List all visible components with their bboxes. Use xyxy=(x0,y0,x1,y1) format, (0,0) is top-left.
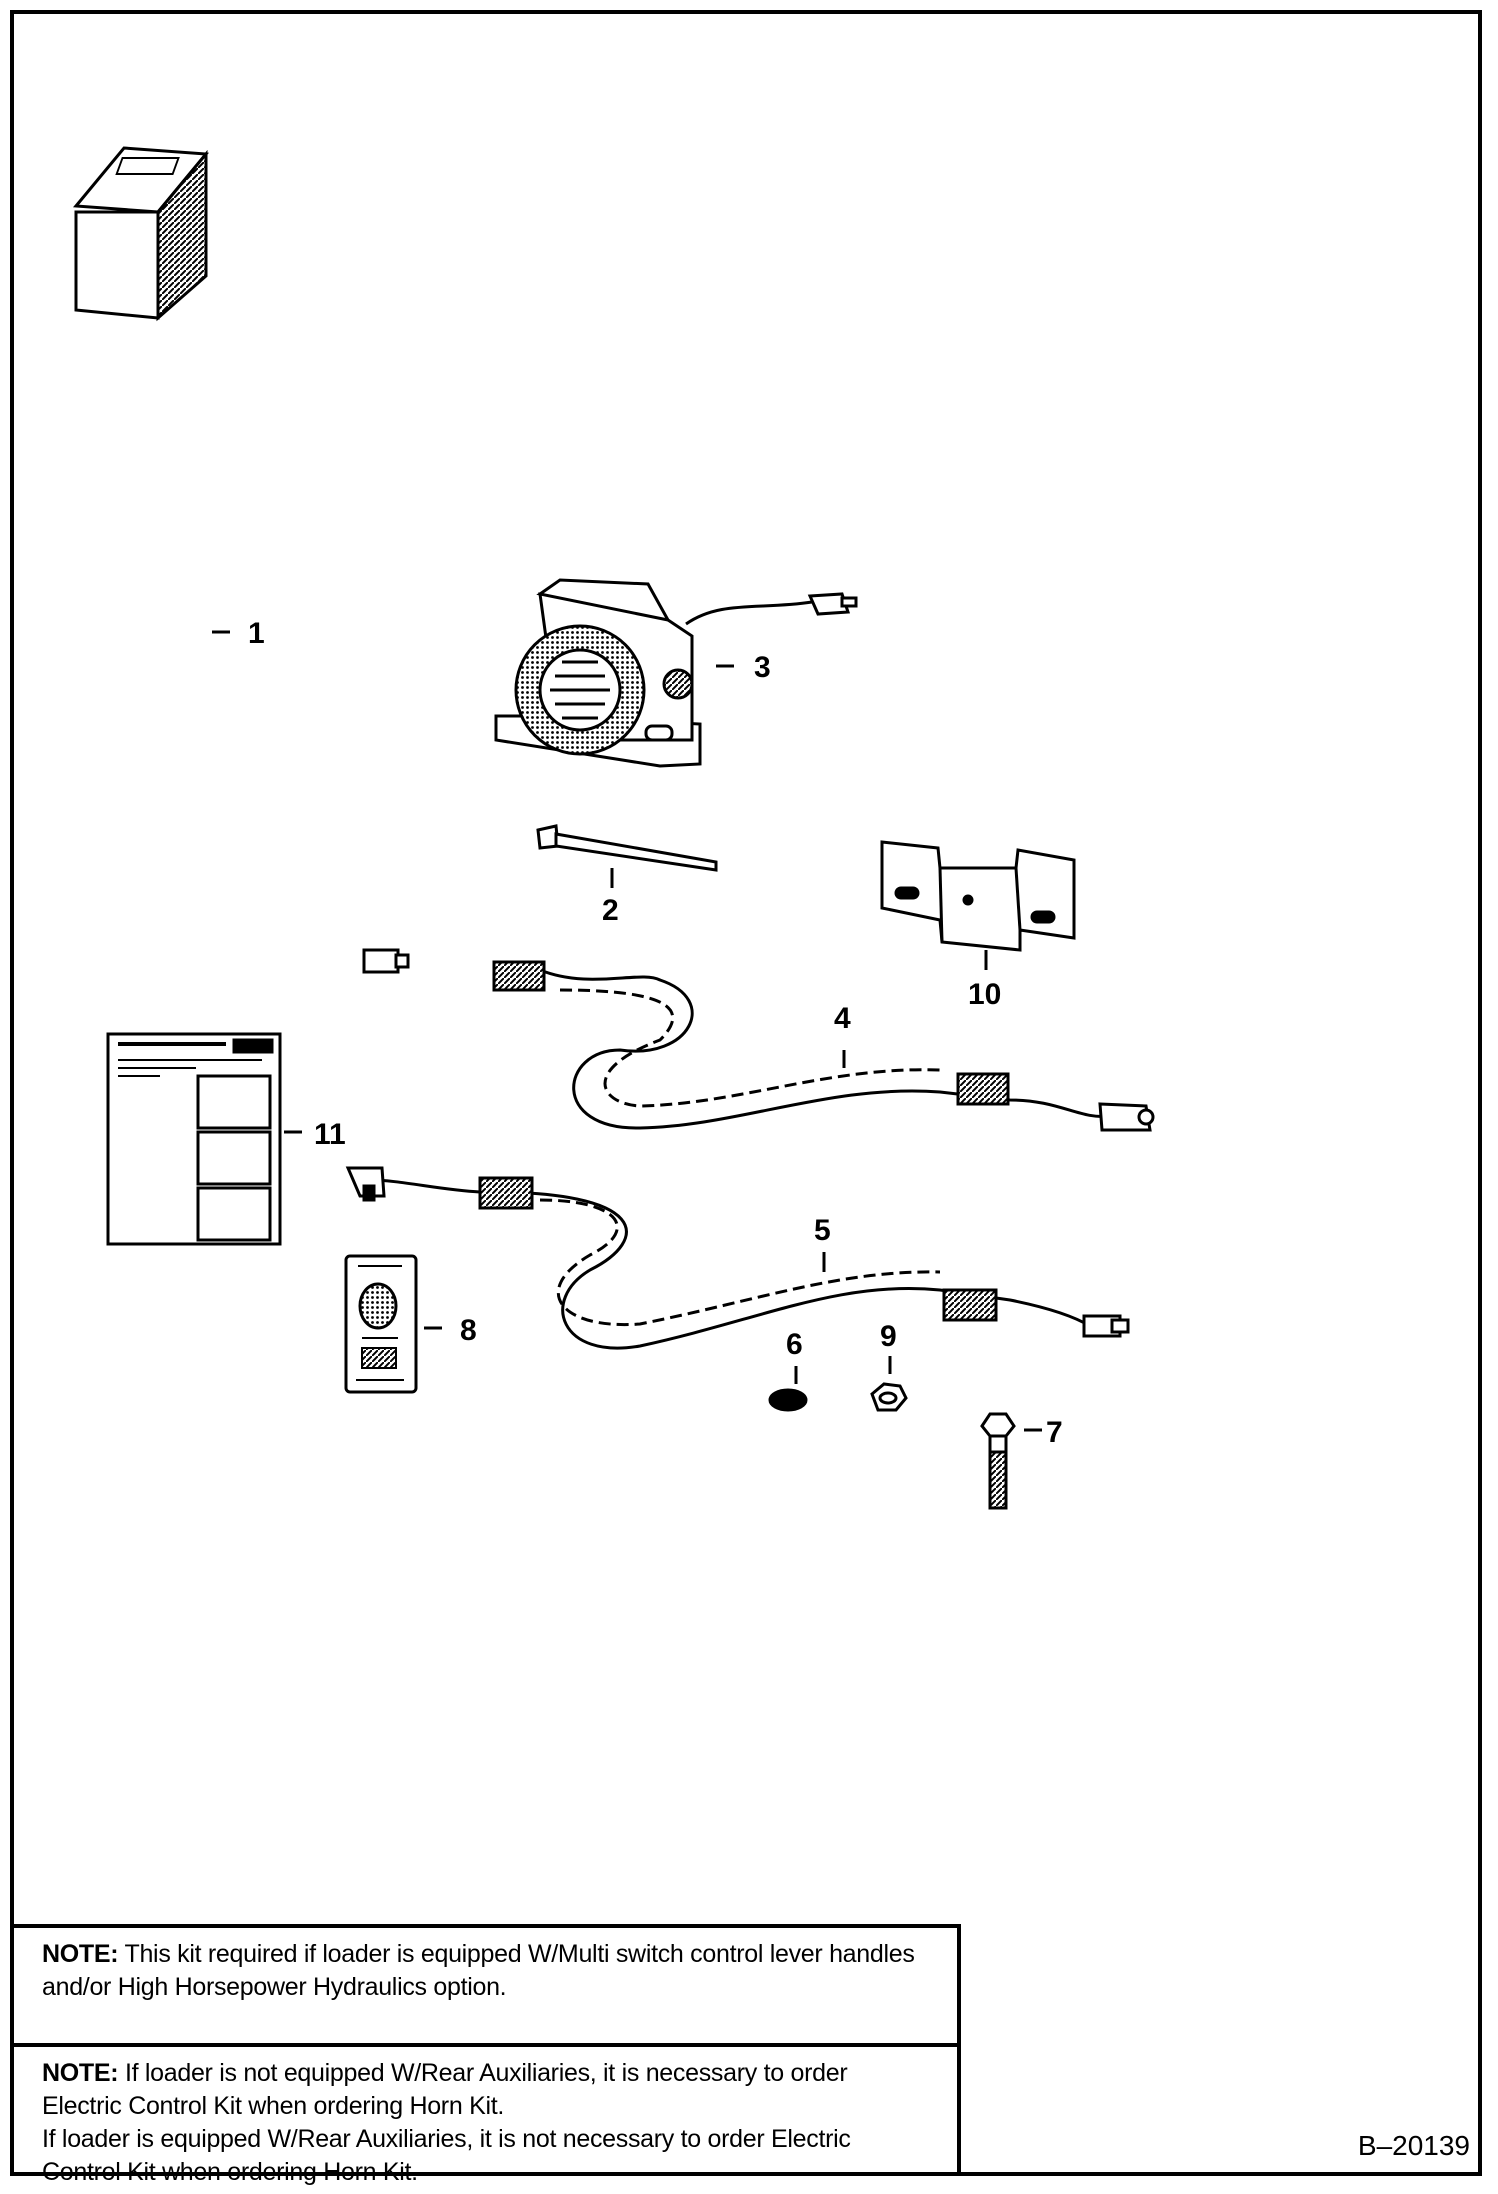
callout-7: 7 xyxy=(1046,1416,1063,1449)
part-5-harness xyxy=(369,1178,1091,1350)
part-7-bolt xyxy=(980,1412,1016,1510)
part-1-module xyxy=(72,146,210,322)
callout-9: 9 xyxy=(880,1320,897,1353)
part-3-horn xyxy=(494,578,858,768)
leader-lines xyxy=(212,630,1042,1432)
part-11-instructions xyxy=(106,1032,282,1246)
part-4-connectors xyxy=(362,948,1155,1132)
note-2: NOTE: If loader is not equipped W/Rear A… xyxy=(14,2047,957,2186)
part-2-cable-tie xyxy=(536,824,718,872)
callout-10: 10 xyxy=(968,978,1001,1011)
part-6-nut xyxy=(768,1388,808,1412)
callout-4: 4 xyxy=(834,1002,851,1035)
part-8-decal xyxy=(344,1254,418,1394)
note-1: NOTE: This kit required if loader is equ… xyxy=(14,1928,957,2047)
note-1-text: This kit required if loader is equipped … xyxy=(42,1940,915,2001)
callout-2: 2 xyxy=(602,894,619,927)
callout-6: 6 xyxy=(786,1328,803,1361)
notes-box: NOTE: This kit required if loader is equ… xyxy=(10,1924,961,2186)
callout-3: 3 xyxy=(754,651,771,684)
part-5-connectors xyxy=(345,1166,1130,1338)
callout-11: 11 xyxy=(314,1118,346,1151)
callout-8: 8 xyxy=(460,1314,477,1347)
note-2-text-line2: If loader is equipped W/Rear Auxiliaries… xyxy=(42,2125,851,2186)
callout-1: 1 xyxy=(248,617,265,650)
note-2-label: NOTE: xyxy=(42,2059,119,2087)
note-1-label: NOTE: xyxy=(42,1940,119,1968)
callout-5: 5 xyxy=(814,1214,831,1247)
note-2-text-line1: If loader is not equipped W/Rear Auxilia… xyxy=(42,2059,848,2120)
part-10-bracket xyxy=(880,840,1076,952)
figure-id: B–20139 xyxy=(1357,2130,1470,2161)
part-4-harness xyxy=(499,963,1111,1130)
part-9-locknut xyxy=(870,1382,908,1412)
